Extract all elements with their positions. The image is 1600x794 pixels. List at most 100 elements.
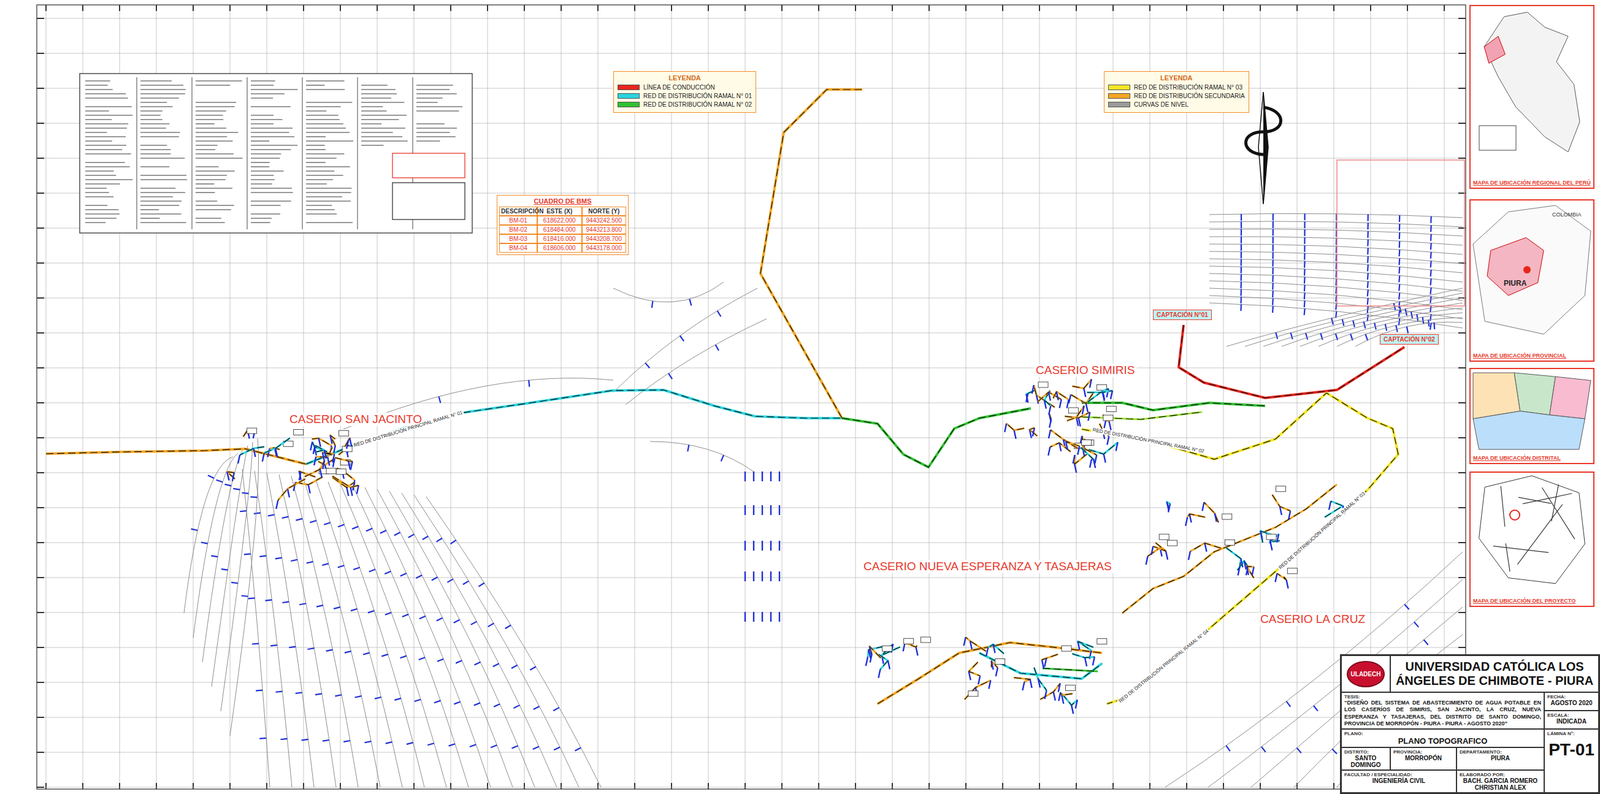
grid-tick	[560, 4, 562, 12]
grid-tick	[36, 262, 45, 264]
map-frame	[36, 4, 1466, 790]
notes-text-line	[306, 183, 327, 185]
slope-tick	[259, 555, 267, 557]
house-mark	[1075, 700, 1078, 709]
house-mark	[1083, 388, 1086, 397]
grid-tick	[1149, 783, 1151, 790]
grid-line	[36, 333, 1466, 334]
slope-tick	[431, 577, 438, 581]
slope-tick	[1240, 274, 1243, 281]
grid-tick	[1458, 157, 1466, 159]
legend-row: RED DE DISTRIBUCIÓN RAMAL N° 01	[617, 92, 752, 100]
pipe-line	[1074, 453, 1088, 465]
notes-text-line	[195, 131, 238, 134]
notes-text-line	[416, 127, 457, 129]
grid-tick	[1458, 52, 1466, 54]
grid-tick	[854, 4, 857, 12]
pipe-label: RED DE DISTRIBUCIÓN PRINCIPAL RAMAL N° 0…	[1276, 489, 1367, 571]
house-mark	[1025, 394, 1028, 403]
notes-text-line	[85, 114, 133, 116]
house-mark	[1151, 546, 1153, 556]
slope-tick	[434, 700, 441, 704]
house-mark	[356, 485, 359, 495]
house-mark	[318, 438, 321, 448]
slope-tick	[402, 614, 409, 617]
house-mark	[1185, 517, 1188, 527]
notes-text-line	[361, 123, 382, 125]
table-cell: BM-01	[499, 215, 538, 226]
pipe-line	[1006, 423, 1025, 431]
slope-tick	[190, 529, 198, 531]
grid-tick	[1112, 783, 1114, 790]
grid-tick	[1259, 4, 1261, 12]
slope-tick	[400, 573, 407, 577]
box-text: INDICADA	[1547, 718, 1596, 725]
house-mark	[226, 471, 229, 481]
notes-text-line	[140, 93, 186, 95]
node-callout	[1159, 534, 1169, 540]
notes-text-line	[195, 204, 235, 207]
grid-line	[36, 752, 1466, 754]
slope-tick	[1303, 253, 1306, 261]
slope-tick	[1393, 303, 1396, 311]
slope-tick	[488, 623, 495, 628]
notes-text-line	[250, 170, 284, 172]
notes-text-line	[250, 140, 270, 142]
legend-text: CURVAS DE NIVEL	[1133, 101, 1189, 108]
grid-tick	[1458, 437, 1466, 439]
pipe-line	[1203, 502, 1218, 523]
slope-tick	[478, 583, 484, 587]
notes-text-line	[306, 118, 340, 121]
slope-tick	[1240, 229, 1242, 237]
slope-tick	[367, 610, 375, 613]
table-cell: 618484.000	[537, 225, 582, 235]
grid-tick	[36, 157, 45, 159]
slope-tick	[436, 538, 443, 543]
pipe-dash	[312, 438, 332, 446]
slope-tick	[343, 740, 351, 743]
grid-line	[36, 542, 1466, 544]
notes-text-line	[195, 84, 230, 86]
grid-tick	[45, 783, 47, 790]
slope-tick	[275, 558, 283, 560]
notes-text-line	[250, 88, 299, 91]
house-mark	[1032, 428, 1035, 437]
slope-tick	[427, 743, 435, 746]
slope-tick	[1366, 231, 1369, 238]
slope-tick	[1398, 215, 1401, 223]
grid-line	[524, 4, 525, 790]
grid-line	[855, 4, 857, 790]
grid-tick	[1112, 4, 1114, 12]
slope-tick	[1271, 290, 1274, 298]
slope-tick	[299, 603, 307, 605]
house-mark	[1168, 504, 1171, 513]
grid-tick	[36, 646, 45, 649]
notes-text-line	[306, 114, 339, 116]
pipe-dash	[1042, 668, 1098, 672]
slope-tick	[1398, 275, 1401, 283]
pipe-line	[1081, 412, 1202, 420]
house-mark	[1058, 692, 1061, 701]
map-label: COLOMBIA	[1552, 211, 1582, 218]
slope-tick	[1240, 221, 1242, 229]
grid-tick	[1333, 4, 1335, 12]
notes-text-line	[306, 88, 345, 91]
grid-line	[487, 4, 489, 790]
house-mark	[324, 450, 327, 459]
notes-text-line	[306, 179, 334, 181]
slope-tick	[1272, 221, 1274, 229]
bm-table-grid: DESCRIPCIÓNESTE (X)NORTE (Y)BM-01618622.…	[499, 206, 627, 253]
notes-text-line	[85, 153, 132, 155]
location-dot	[1523, 266, 1531, 274]
pipe-dash	[1013, 677, 1030, 682]
pipe-line	[1060, 692, 1073, 696]
grid-line	[1113, 4, 1114, 790]
notes-text-line	[306, 170, 335, 172]
house-mark	[1044, 658, 1047, 667]
house-mark	[870, 654, 873, 663]
notes-text-line	[250, 157, 280, 159]
notes-text-line	[140, 118, 163, 121]
contour-line	[1209, 302, 1463, 329]
notes-text-line	[140, 110, 163, 112]
house-mark	[322, 452, 325, 462]
